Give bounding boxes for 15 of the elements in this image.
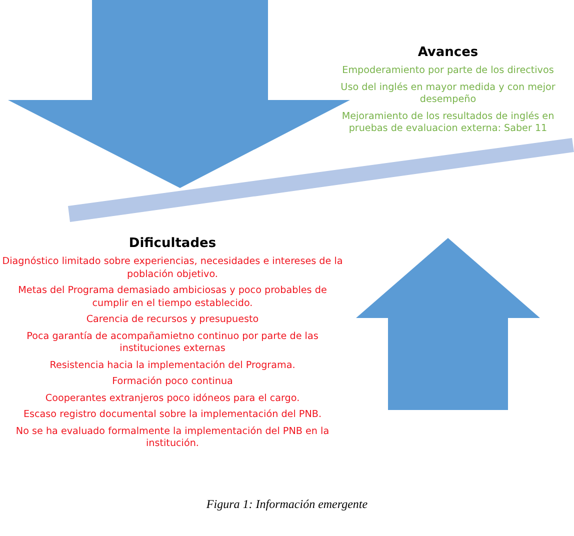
figure-caption: Figura 1: Información emergente xyxy=(205,497,369,512)
list-item: Resistencia hacia la implementación del Programa. xyxy=(48,360,296,372)
section-heading: Avances xyxy=(416,45,480,60)
list-item: Poca garantía de acompañamietno continuo por parte de las instituciones externas xyxy=(26,330,320,356)
list-item: Diagnóstico limitado sobre experiencias, necesidades e intereses de la población objetivo. xyxy=(1,256,344,281)
list-item: Carencia de recursos y presupuesto xyxy=(85,314,260,326)
list-item: Mejoramiento de los resultados de inglés en pruebas de evaluacion externa: Saber 11 xyxy=(340,110,556,136)
list-item: Escaso registro documental sobre la implementación del PNB. xyxy=(22,409,323,422)
list-item: Uso del inglés en mayor medida y con mejor desempeño xyxy=(340,82,556,106)
list-item: Cooperantes extranjeros poco idóneos para el cargo. xyxy=(44,392,301,405)
section-heading: Dificultades xyxy=(128,236,218,251)
list-item: Formación poco continua xyxy=(111,376,234,388)
list-item: Empoderamiento por parte de los directivos xyxy=(341,65,555,78)
list-item: Metas del Programa demasiado ambiciosas y poco probables de cumplir en el tiempo establecido. xyxy=(17,285,328,310)
list-item: No se ha evaluado formalmente la implementación del PNB en la institución. xyxy=(14,426,330,450)
